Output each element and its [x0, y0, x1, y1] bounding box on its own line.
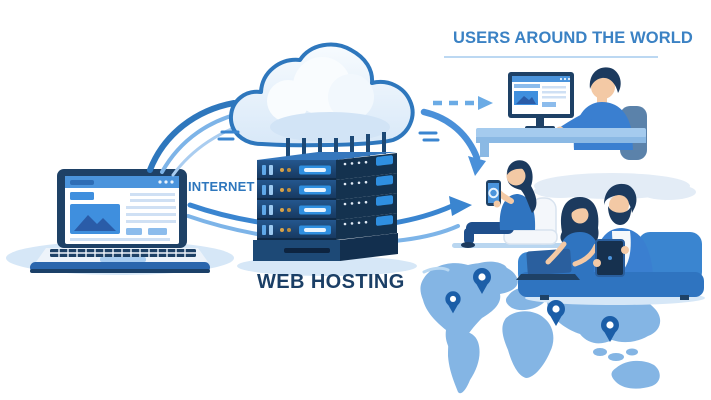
- couch-scene: [516, 173, 705, 305]
- woman-with-phone: [452, 160, 568, 248]
- cloud-icon: [217, 42, 440, 148]
- background-cloud: [534, 173, 696, 200]
- continent-australia: [611, 360, 660, 389]
- internet-label: INTERNET: [188, 179, 255, 194]
- desk-scene: [476, 67, 647, 160]
- server-rack: [237, 152, 417, 276]
- continent-south-america: [448, 331, 480, 394]
- mountain-icon: [74, 215, 116, 231]
- continent-north-america: [420, 263, 518, 360]
- smartphone-icon: [486, 180, 501, 206]
- title-underline: [444, 56, 658, 58]
- cloud-server-links: [286, 132, 386, 162]
- curved-arrow-to-users: [420, 108, 486, 176]
- tablet-icon: [595, 239, 625, 277]
- browser-window: [65, 176, 179, 244]
- dashed-arrow: [433, 96, 493, 110]
- laptop-trackpad: [100, 257, 146, 262]
- desk: [476, 128, 646, 157]
- rack-top-face: [257, 152, 397, 160]
- cloud-speed-dashes: [217, 130, 440, 142]
- desktop-monitor: [508, 72, 574, 130]
- client-laptop: [6, 169, 234, 275]
- continent-africa: [502, 311, 554, 378]
- users-title: USERS AROUND THE WORLD: [453, 29, 693, 47]
- web-hosting-label: WEB HOSTING: [257, 271, 405, 293]
- rack-base: [253, 233, 398, 261]
